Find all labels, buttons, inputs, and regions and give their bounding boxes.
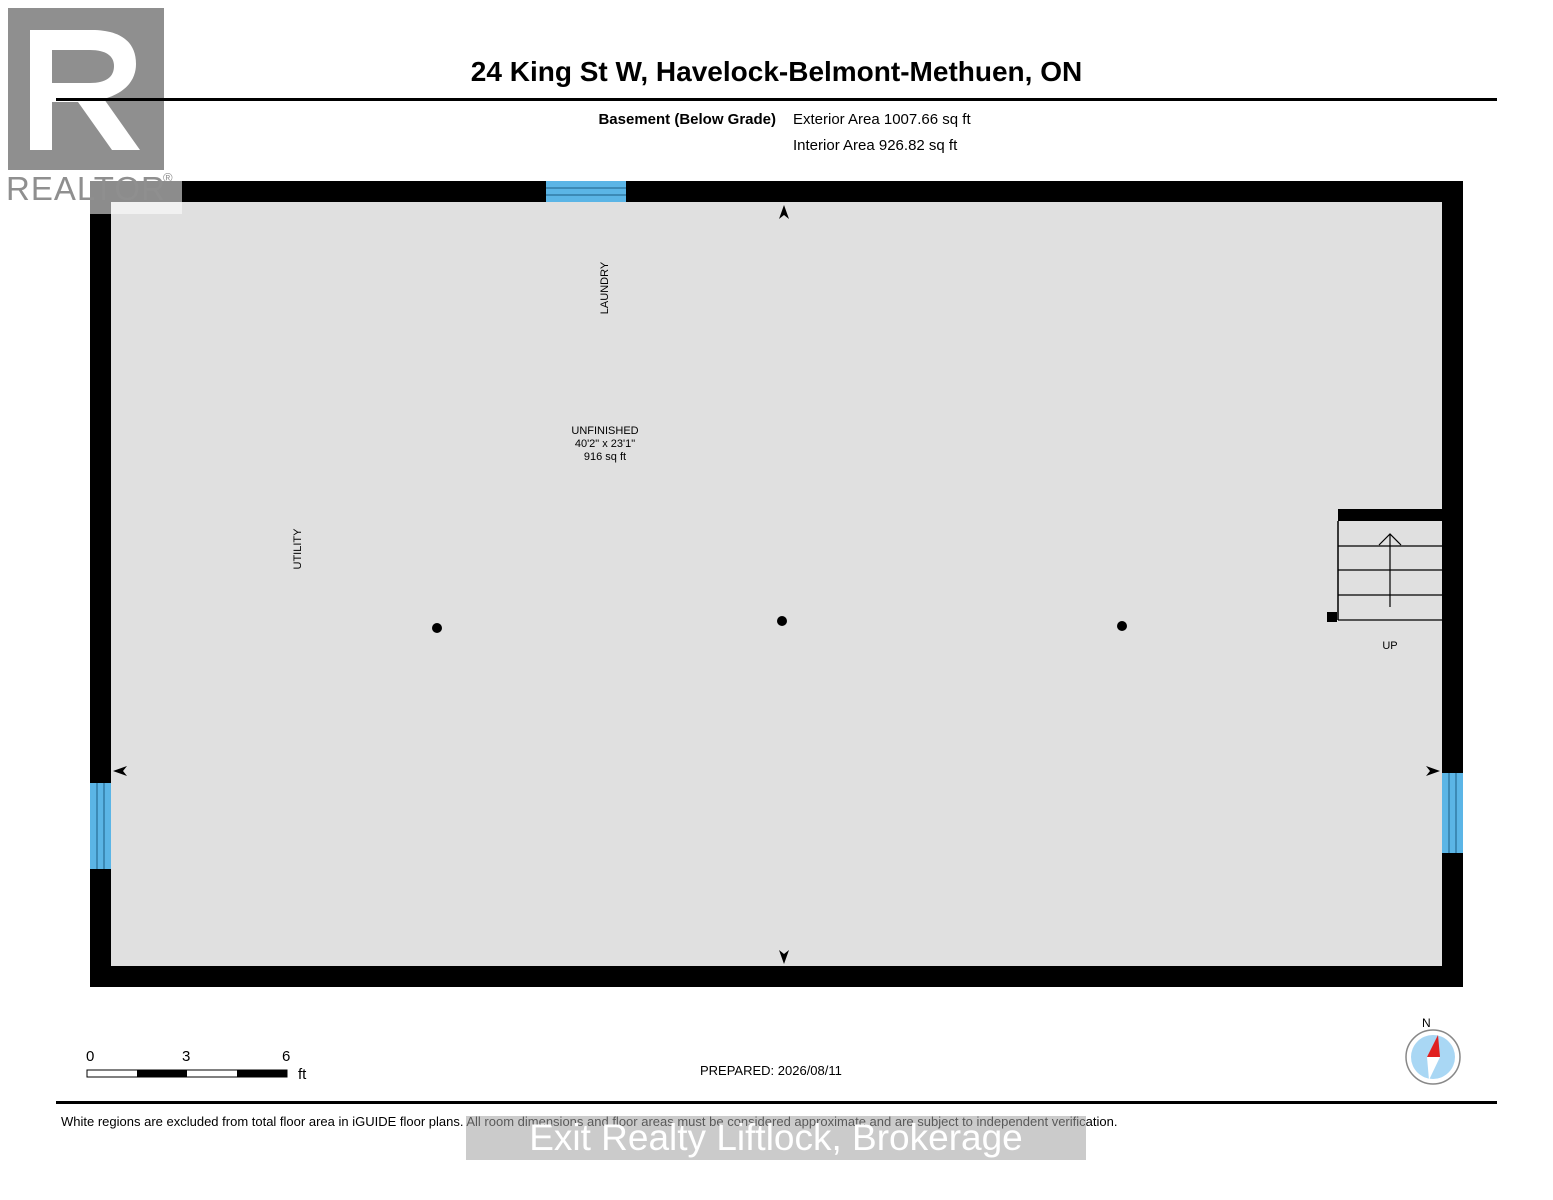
- label-laundry: LAUNDRY: [599, 261, 611, 315]
- interior-area: Interior Area 926.82 sq ft: [793, 137, 958, 154]
- scale-unit: ft: [298, 1066, 307, 1083]
- section-arrow-top: [779, 205, 789, 219]
- compass-icon: [1405, 1029, 1461, 1085]
- label-stairs-up: UP: [1382, 640, 1398, 652]
- window-left: [90, 783, 111, 869]
- support-post: [1117, 621, 1127, 631]
- support-post: [432, 623, 442, 633]
- room-name: UNFINISHED: [571, 425, 639, 437]
- room-label-unfinished: UNFINISHED 40'2" x 23'1" 916 sq ft: [545, 425, 665, 464]
- scale-tick-0: 0: [86, 1048, 95, 1065]
- exterior-area: Exterior Area 1007.66 sq ft: [793, 111, 971, 128]
- window-top: [546, 181, 626, 202]
- realtor-wordmark: REALTOR: [6, 170, 166, 207]
- section-arrow-bottom: [779, 950, 789, 964]
- floor-area: [111, 202, 1442, 966]
- scale-bar: [86, 1069, 288, 1078]
- room-area: 916 sq ft: [583, 451, 627, 463]
- scale-tick-6: 6: [282, 1048, 291, 1065]
- scale-tick-3: 3: [182, 1048, 191, 1065]
- footer-divider: [56, 1101, 1497, 1104]
- floor-name: Basement (Below Grade): [598, 111, 776, 128]
- compass-north-label: N: [1422, 1016, 1431, 1030]
- header-divider: [56, 98, 1497, 101]
- registered-mark: ®: [163, 170, 173, 185]
- window-right: [1442, 773, 1463, 853]
- brokerage-watermark: Exit Realty Liftlock, Brokerage: [466, 1116, 1086, 1160]
- label-utility: UTILITY: [292, 528, 304, 570]
- room-dimensions: 40'2" x 23'1": [574, 438, 636, 450]
- prepared-date: PREPARED: 2026/08/11: [700, 1063, 842, 1078]
- section-arrow-right: [1426, 766, 1440, 776]
- section-arrow-left: [113, 766, 127, 776]
- realtor-logo: [0, 0, 182, 214]
- staircase: [1327, 509, 1442, 622]
- page-title: 24 King St W, Havelock-Belmont-Methuen, …: [470, 56, 1083, 87]
- support-post: [777, 616, 787, 626]
